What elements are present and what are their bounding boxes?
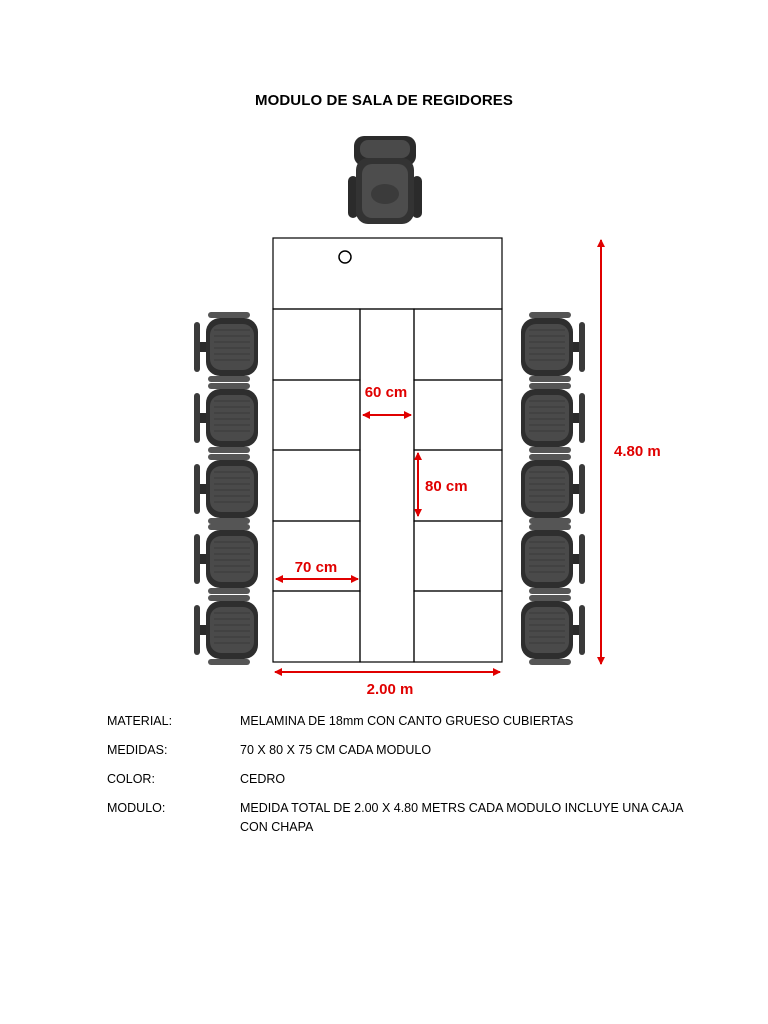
spec-value: CEDRO bbox=[240, 772, 286, 786]
total-length-label: 4.80 m bbox=[614, 443, 661, 460]
module-left-2 bbox=[272, 379, 361, 451]
module-right-2 bbox=[413, 379, 503, 451]
total-width-label: 2.00 m bbox=[367, 681, 414, 698]
chair-left-4 bbox=[193, 523, 259, 595]
spec-label: COLOR: bbox=[107, 772, 155, 786]
module-right-5 bbox=[413, 590, 503, 663]
left-chairs bbox=[193, 311, 259, 666]
module-depth-label: 80 cm bbox=[425, 478, 468, 495]
head-chair bbox=[348, 136, 422, 224]
spec-value: MELAMINA DE 18mm CON CANTO GRUESO CUBIER… bbox=[240, 714, 574, 728]
module-right-1 bbox=[413, 308, 503, 381]
spec-value: 70 X 80 X 75 CM CADA MODULO bbox=[240, 743, 432, 757]
chair-right-1 bbox=[520, 311, 586, 383]
chair-right-5 bbox=[520, 594, 586, 666]
spec-value: MEDIDA TOTAL DE 2.00 X 4.80 METRS CADA M… bbox=[240, 801, 683, 834]
module-width-label: 70 cm bbox=[295, 559, 338, 576]
chair-left-5 bbox=[193, 594, 259, 666]
chair-right-3 bbox=[520, 453, 586, 525]
chair-left-3 bbox=[193, 453, 259, 525]
spec-row-color: COLOR: CEDRO bbox=[107, 770, 687, 789]
right-chairs bbox=[520, 311, 586, 666]
cable-grommet-icon bbox=[338, 250, 352, 264]
chair-left-1 bbox=[193, 311, 259, 383]
module-left-5 bbox=[272, 590, 361, 663]
chair-right-4 bbox=[520, 523, 586, 595]
module-right-4 bbox=[413, 520, 503, 592]
chair-right-2 bbox=[520, 382, 586, 454]
spec-row-modulo: MODULO: MEDIDA TOTAL DE 2.00 X 4.80 METR… bbox=[107, 799, 687, 837]
floor-plan: 60 cm 80 cm 70 cm 4.80 m 2.00 m bbox=[193, 136, 661, 698]
center-aisle bbox=[359, 308, 415, 663]
module-left-3 bbox=[272, 449, 361, 522]
chair-left-2 bbox=[193, 382, 259, 454]
spec-label: MODULO: bbox=[107, 801, 166, 815]
spec-row-material: MATERIAL: MELAMINA DE 18mm CON CANTO GRU… bbox=[107, 712, 687, 731]
spec-row-medidas: MEDIDAS: 70 X 80 X 75 CM CADA MODULO bbox=[107, 741, 687, 760]
module-left-1 bbox=[272, 308, 361, 381]
page-title: MODULO DE SALA DE REGIDORES bbox=[255, 92, 513, 109]
spec-label: MATERIAL: bbox=[107, 714, 173, 728]
module-left-4 bbox=[272, 520, 361, 592]
specs-list: MATERIAL: MELAMINA DE 18mm CON CANTO GRU… bbox=[107, 712, 687, 847]
conference-table bbox=[272, 237, 503, 663]
aisle-width-label: 60 cm bbox=[365, 384, 408, 401]
head-module bbox=[272, 237, 503, 310]
spec-label: MEDIDAS: bbox=[107, 743, 168, 757]
